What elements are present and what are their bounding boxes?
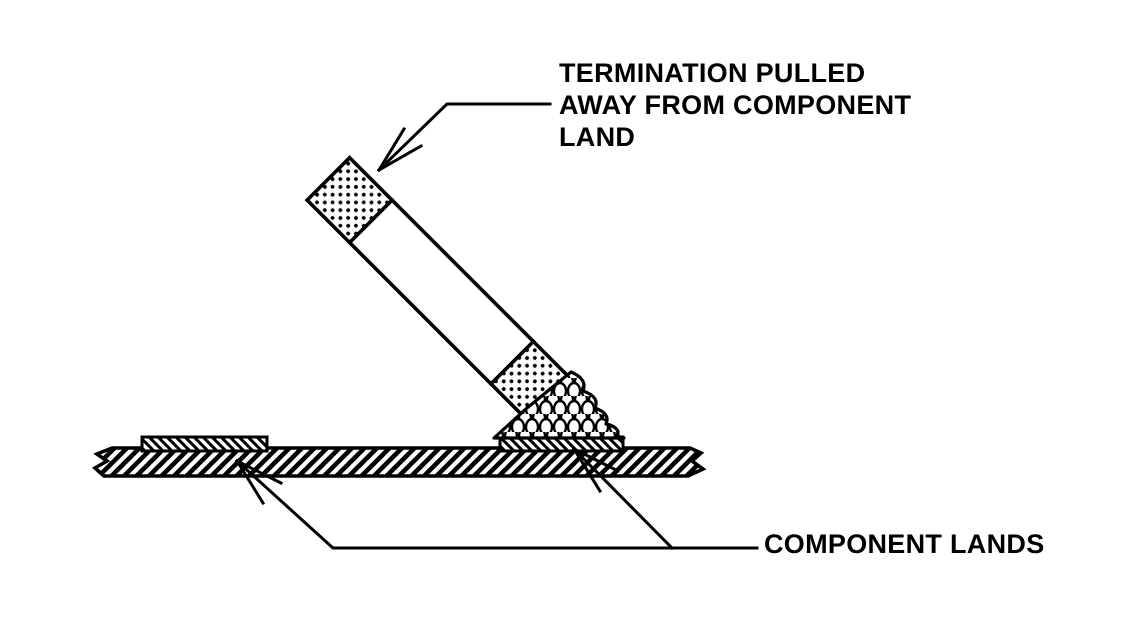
component-body bbox=[347, 197, 536, 387]
leader-line-lands-branch bbox=[571, 446, 675, 551]
label-termination-line-1: TERMINATION PULLED bbox=[559, 58, 866, 88]
leader-line-lands-main bbox=[234, 458, 759, 550]
leader-arrow-termination bbox=[376, 102, 552, 173]
component-land-left bbox=[140, 435, 269, 453]
label-component-lands: COMPONENT LANDS bbox=[764, 529, 1045, 559]
label-termination-pulled-away: TERMINATION PULLED AWAY FROM COMPONENT L… bbox=[559, 57, 911, 153]
label-termination-line-2: AWAY FROM COMPONENT bbox=[559, 90, 912, 120]
termination-top-lifted-icon bbox=[304, 155, 395, 246]
leader-arrow-lands bbox=[234, 446, 759, 551]
chip-component bbox=[304, 155, 579, 429]
arrowhead-termination-icon bbox=[376, 126, 424, 173]
arrowhead-land-right-icon bbox=[571, 446, 621, 494]
label-termination-line-3: LAND bbox=[559, 122, 636, 152]
arrowhead-land-left-icon bbox=[234, 458, 284, 506]
leader-line-termination bbox=[376, 102, 552, 173]
solder-fillet bbox=[492, 370, 626, 440]
